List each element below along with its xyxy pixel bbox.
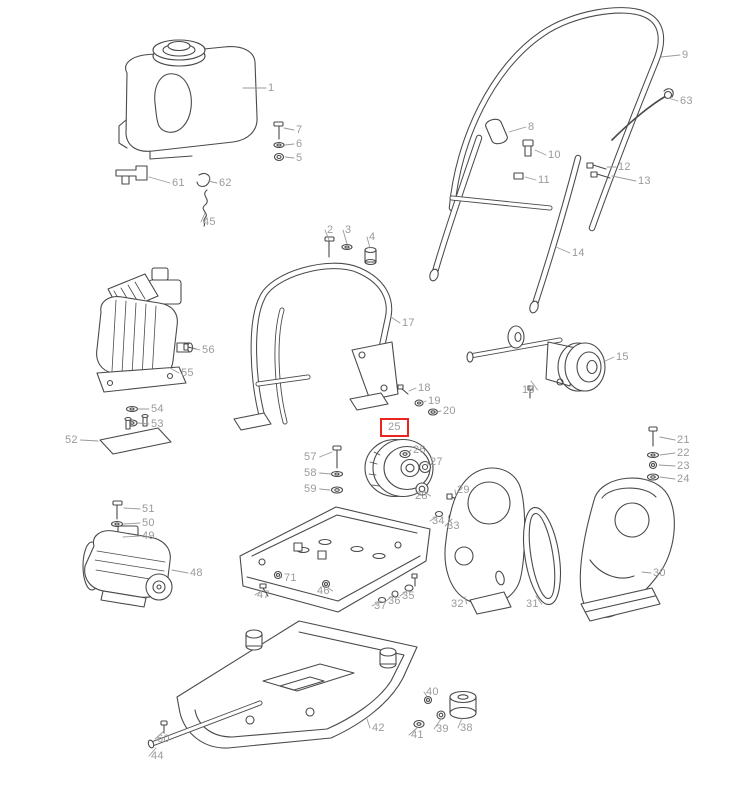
bracket-hardware-drawing	[397, 384, 439, 416]
part-label-46: 46	[317, 585, 330, 597]
part-label-54: 54	[151, 403, 164, 415]
part-label-31: 31	[526, 598, 539, 610]
part-label-33: 33	[447, 520, 460, 532]
part-label-45: 45	[203, 216, 216, 228]
fuel-tank-drawing	[118, 39, 258, 160]
part-label-49: 49	[142, 530, 155, 542]
part-label-52: 52	[65, 434, 78, 446]
deck-plate-drawing	[239, 506, 431, 613]
handle-knob-drawing	[522, 139, 534, 157]
part-label-21: 21	[677, 434, 690, 446]
part-label-55: 55	[181, 367, 194, 379]
v-belt-drawing	[522, 506, 562, 606]
part-label-56: 56	[202, 344, 215, 356]
part-label-13: 13	[638, 175, 651, 187]
part-label-20: 20	[443, 405, 456, 417]
part-label-8: 8	[528, 121, 535, 133]
part-label-9: 9	[682, 49, 689, 61]
leader-lines	[80, 54, 681, 757]
part-label-58: 58	[304, 467, 317, 479]
part-label-6: 6	[296, 138, 303, 150]
part-label-12: 12	[618, 161, 631, 173]
handle-bolts-drawing	[586, 162, 611, 179]
lower-handle-drawing	[429, 134, 582, 314]
rubber-wheel-drawing	[364, 438, 434, 498]
part-label-35: 35	[402, 590, 415, 602]
part-label-50: 50	[142, 517, 155, 529]
part-label-41: 41	[411, 729, 424, 741]
part-label-24: 24	[677, 473, 690, 485]
part-label-26: 26	[413, 444, 426, 456]
part-label-10: 10	[548, 149, 561, 161]
right-bolt-stack-drawing	[646, 426, 660, 481]
electric-motor-drawing	[82, 525, 173, 608]
wheel-hardware-drawing	[399, 449, 465, 521]
part-label-30: 30	[653, 567, 666, 579]
part-label-17: 17	[402, 317, 415, 329]
belt-cover-drawing	[579, 477, 675, 622]
part-label-32: 32	[451, 598, 464, 610]
handle-rod-drawing	[147, 700, 263, 749]
gasket-drawing	[196, 173, 211, 188]
part-label-19: 19	[428, 395, 441, 407]
part-label-36: 36	[388, 595, 401, 607]
part-label-48: 48	[190, 567, 203, 579]
engine-mount-plate-drawing	[99, 405, 172, 455]
pulley-drawing	[413, 690, 477, 729]
part-label-14: 14	[572, 247, 585, 259]
handle-nut-drawing	[513, 172, 524, 180]
upper-handle-drawing	[448, 7, 665, 232]
fuel-valve-drawing	[115, 165, 148, 185]
part-label-39: 39	[436, 723, 449, 735]
part-label-57: 57	[304, 451, 317, 463]
part-label-34: 34	[432, 515, 445, 527]
part-label-29: 29	[457, 484, 470, 496]
part-label-53: 53	[151, 418, 164, 430]
part-label-11: 11	[538, 174, 550, 186]
fuel-line-drawing	[202, 189, 208, 227]
part-label-37: 37	[374, 600, 387, 612]
part-label-2: 2	[327, 224, 334, 236]
part-label-59: 59	[304, 483, 317, 495]
part-label-42: 42	[372, 722, 385, 734]
part-label-16: 16	[522, 384, 535, 396]
part-label-3: 3	[345, 224, 352, 236]
part-label-7: 7	[296, 124, 303, 136]
throttle-cable-drawing	[611, 88, 674, 141]
part-label-23: 23	[677, 460, 690, 472]
part-label-60: 60	[157, 733, 170, 745]
part-label-61: 61	[172, 177, 185, 189]
handle-bolt-group-drawing	[324, 236, 377, 266]
belt-guard-plate-drawing	[444, 467, 526, 615]
transport-wheel-drawing	[557, 342, 606, 392]
part-label-22: 22	[677, 447, 690, 459]
deck-bolt-stack-drawing	[330, 445, 344, 494]
part-label-25-highlighted: 25	[380, 418, 409, 437]
part-label-71: 71	[284, 572, 297, 584]
part-label-40: 40	[426, 686, 439, 698]
part-label-1: 1	[268, 82, 275, 94]
part-label-51: 51	[142, 503, 155, 515]
part-label-18: 18	[418, 382, 431, 394]
deck-hardware-drawing	[259, 570, 418, 604]
part-label-63: 63	[680, 95, 693, 107]
tank-bolt-stack-drawing	[273, 121, 285, 162]
part-label-47: 47	[257, 589, 270, 601]
part-label-38: 38	[460, 722, 473, 734]
grip-drawing	[485, 118, 508, 145]
part-label-15: 15	[616, 351, 629, 363]
part-label-27: 27	[430, 456, 443, 468]
part-label-5: 5	[296, 152, 303, 164]
part-label-62: 62	[219, 177, 232, 189]
part-label-28: 28	[415, 490, 428, 502]
part-label-44: 44	[151, 750, 164, 762]
part-label-4: 4	[369, 231, 376, 243]
roll-cage-drawing	[233, 262, 399, 431]
base-plate-drawing	[176, 620, 418, 749]
engine-drawing	[96, 267, 194, 393]
